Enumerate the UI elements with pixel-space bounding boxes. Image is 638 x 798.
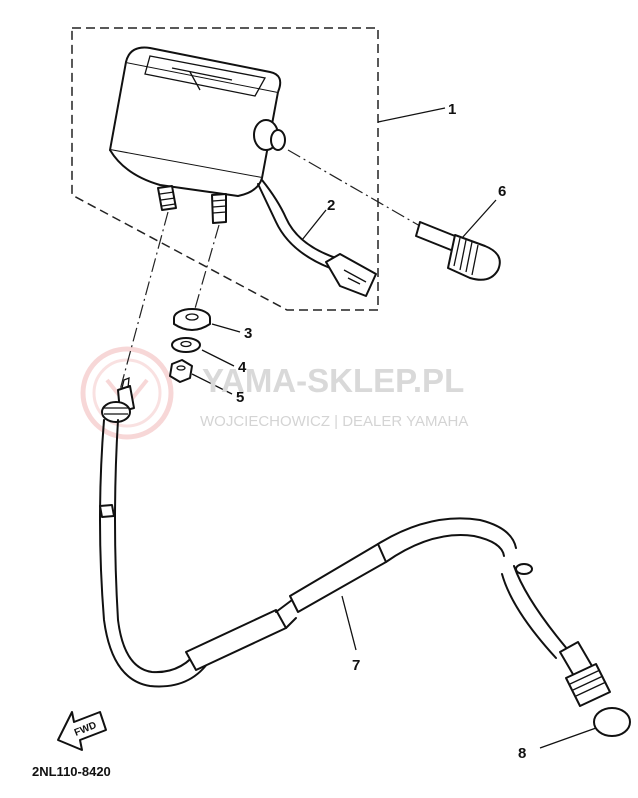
washer — [171, 337, 201, 353]
axis-line-stud — [193, 224, 220, 313]
watermark-brand: YAMA-SKLEP.PL — [202, 362, 464, 399]
leader-line-3 — [211, 323, 241, 333]
leader-line-1 — [377, 107, 446, 123]
wire-harness — [257, 179, 377, 297]
callout-3: 3 — [244, 325, 252, 342]
assembly-box-outline — [71, 27, 379, 311]
diagram-code: 2NL110-8420 — [32, 764, 111, 779]
axis-line-knob — [287, 149, 421, 227]
watermark-dealer: WOJCIECHOWICZ | DEALER YAMAHA — [200, 413, 468, 430]
leader-line-7 — [341, 595, 357, 651]
callout-6: 6 — [498, 183, 506, 200]
meter-assembly — [109, 46, 286, 224]
callout-8: 8 — [518, 745, 526, 762]
leader-line-2 — [301, 209, 327, 241]
callout-1: 1 — [448, 101, 456, 118]
dust-cap — [593, 707, 631, 737]
callout-4: 4 — [238, 359, 247, 376]
leader-line-8 — [539, 727, 597, 749]
callout-7: 7 — [352, 657, 360, 674]
fwd-arrow-icon: FWD — [57, 711, 107, 751]
leader-line-6 — [461, 199, 497, 239]
callout-5: 5 — [236, 389, 244, 406]
grommet — [173, 308, 211, 331]
axis-line-cable — [119, 211, 169, 391]
leader-line-4 — [201, 349, 235, 367]
leader-line-5 — [191, 373, 233, 395]
speedometer-cable — [99, 376, 611, 707]
reset-knob — [415, 221, 501, 281]
nut — [169, 359, 193, 383]
callout-2: 2 — [327, 197, 335, 214]
